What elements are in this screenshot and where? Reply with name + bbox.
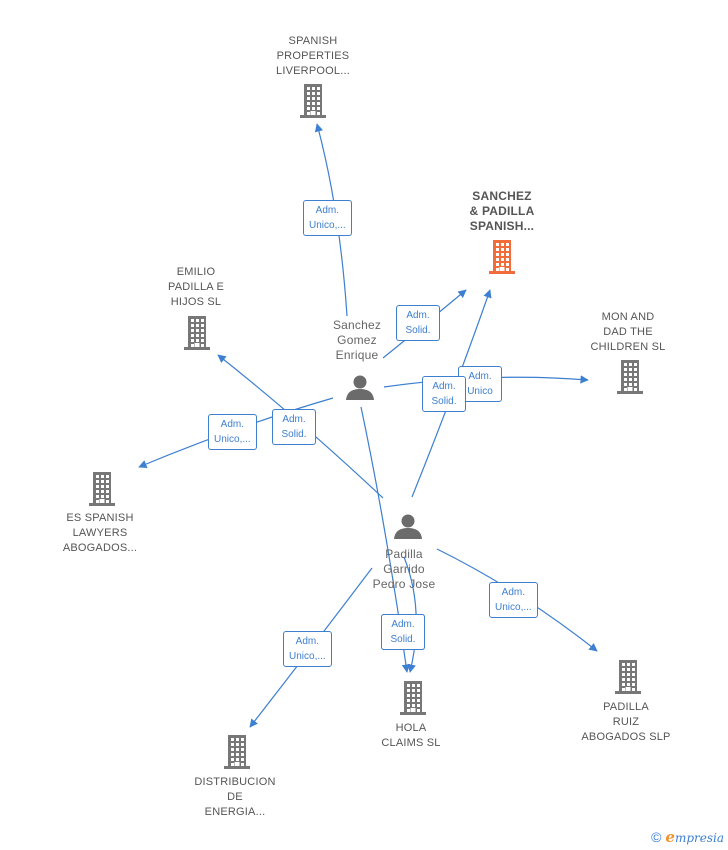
person-label-padilla-garrido[interactable]: Padilla Garrido Pedro Jose [372, 547, 436, 591]
brand-e: e [665, 828, 675, 846]
edge-label-sanchez-gomez-to-spanish-properties: Adm. Unico,... [303, 200, 352, 236]
company-label-spanish-properties[interactable]: SPANISH PROPERTIES LIVERPOOL... [276, 35, 350, 77]
edge-label-sanchez-gomez-to-es-spanish-lawyers: Adm. Unico,... [208, 414, 257, 450]
company-label-hola-claims[interactable]: HOLA CLAIMS SL [381, 722, 441, 749]
person-icon-sanchez-gomez[interactable] [346, 375, 374, 401]
building-icon-sanchez-padilla[interactable] [489, 240, 515, 274]
person-label-sanchez-gomez[interactable]: Sanchez Gomez Enrique [332, 318, 382, 362]
building-icon-mon-and-dad[interactable] [617, 360, 643, 394]
edge-label-sanchez-gomez-to-sanchez-padilla: Adm. Solid. [396, 305, 440, 341]
company-label-distribucion-energia[interactable]: DISTRIBUCION DE ENERGIA... [194, 776, 276, 818]
company-label-sanchez-padilla[interactable]: SANCHEZ & PADILLA SPANISH... [469, 189, 535, 233]
edge-label-padilla-garrido-to-sanchez-padilla: Adm. Solid. [422, 376, 466, 412]
footer-brand[interactable]: ©empresia [651, 828, 724, 846]
edge-label-padilla-garrido-to-hola-claims: Adm. Solid. [381, 614, 425, 650]
building-icon-spanish-properties[interactable] [300, 84, 326, 118]
brand-name: mpresia [674, 831, 724, 845]
building-icon-emilio-padilla[interactable] [184, 316, 210, 350]
edge-label-padilla-garrido-to-emilio-padilla: Adm. Solid. [272, 409, 316, 445]
person-icon-padilla-garrido[interactable] [394, 514, 422, 540]
copyright-symbol: © [651, 829, 662, 845]
company-label-es-spanish-lawyers[interactable]: ES SPANISH LAWYERS ABOGADOS... [62, 512, 138, 554]
edge-label-padilla-garrido-to-distribucion-energia: Adm. Unico,... [283, 631, 332, 667]
building-icon-distribucion-energia[interactable] [224, 735, 250, 769]
building-icon-padilla-ruiz[interactable] [615, 660, 641, 694]
edge-label-padilla-garrido-to-padilla-ruiz: Adm. Unico,... [489, 582, 538, 618]
company-label-padilla-ruiz[interactable]: PADILLA RUIZ ABOGADOS SLP [581, 701, 671, 743]
company-label-mon-and-dad[interactable]: MON AND DAD THE CHILDREN SL [590, 311, 666, 353]
edge-padilla-garrido-to-hola-claims [403, 556, 417, 673]
company-label-emilio-padilla[interactable]: EMILIO PADILLA E HIJOS SL [167, 266, 225, 308]
nodes-layer [89, 84, 643, 769]
building-icon-es-spanish-lawyers[interactable] [89, 472, 115, 506]
building-icon-hola-claims[interactable] [400, 681, 426, 715]
